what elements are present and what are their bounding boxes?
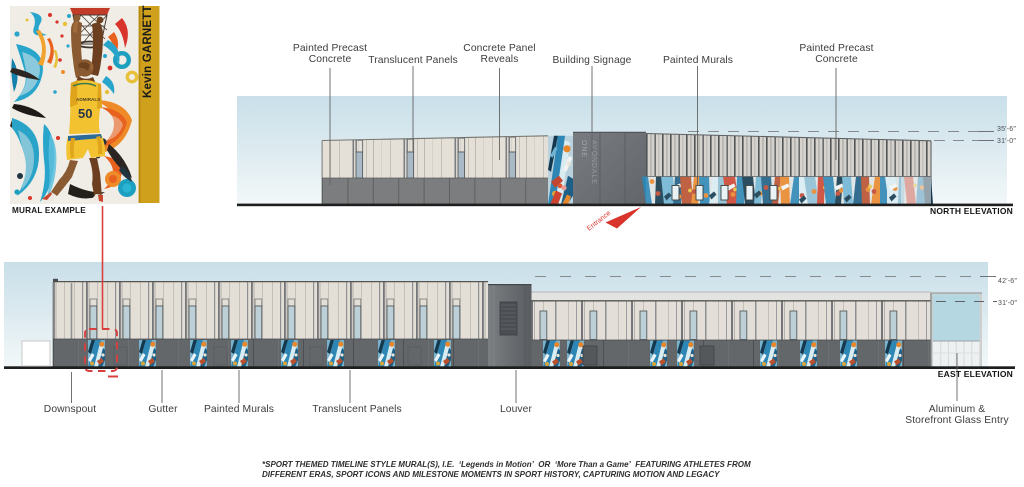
svg-text:ADMIRALS: ADMIRALS	[76, 97, 100, 102]
svg-text:AVONDALE: AVONDALE	[590, 140, 597, 185]
svg-text:Entrance: Entrance	[586, 210, 612, 233]
svg-text:50: 50	[78, 106, 92, 121]
svg-text:ONE: ONE	[580, 140, 587, 158]
